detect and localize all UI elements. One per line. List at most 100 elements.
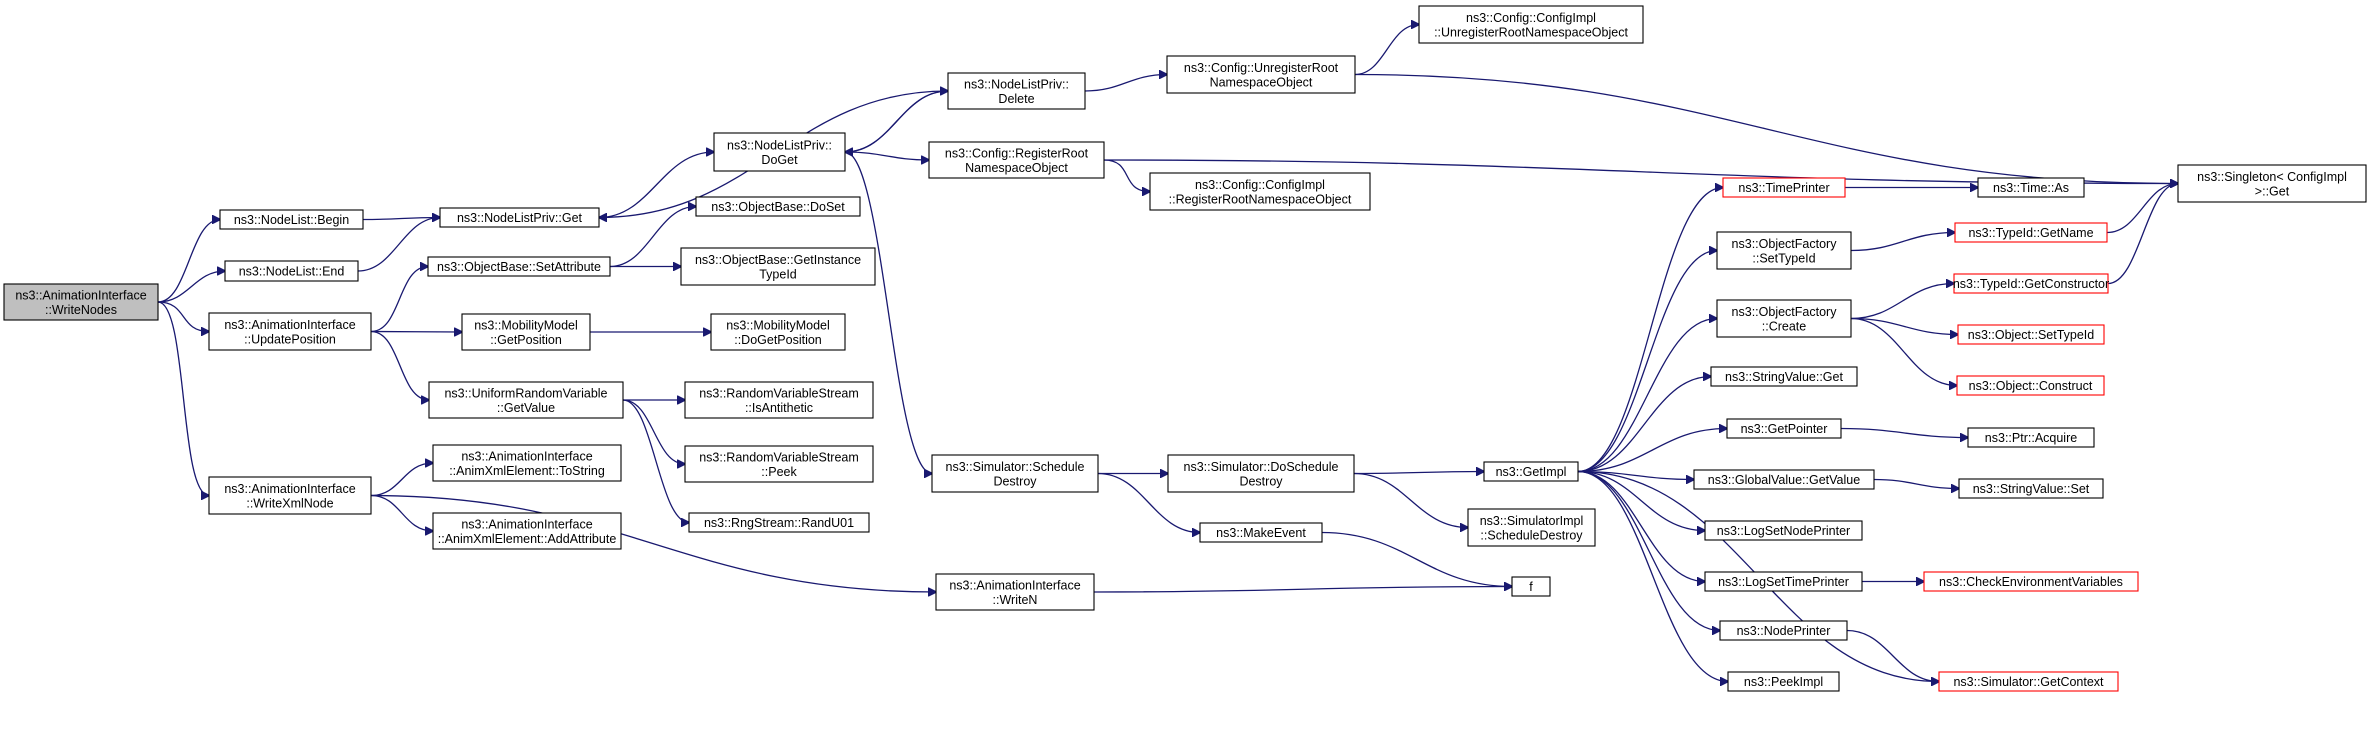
node-ai_writen[interactable]: ns3::AnimationInterface::WriteN [935, 573, 1095, 611]
node-box[interactable] [427, 256, 611, 277]
node-box[interactable] [1958, 478, 2104, 499]
node-cfg_unregroot[interactable]: ns3::Config::UnregisterRootNamespaceObje… [1166, 55, 1356, 94]
node-peek_impl[interactable]: ns3::PeekImpl [1727, 671, 1840, 692]
node-box[interactable] [935, 573, 1095, 611]
node-box[interactable] [684, 445, 874, 483]
node-box[interactable] [1923, 571, 2139, 592]
node-box[interactable] [1938, 671, 2119, 692]
node-rvs_isanti[interactable]: ns3::RandomVariableStream::IsAntithetic [684, 381, 874, 419]
node-make_event[interactable]: ns3::MakeEvent [1199, 522, 1323, 543]
node-box[interactable] [1418, 5, 1644, 44]
node-ai_writexml[interactable]: ns3::AnimationInterface::WriteXmlNode [208, 476, 372, 515]
node-box[interactable] [1956, 375, 2105, 396]
node-box[interactable] [710, 313, 846, 351]
node-box[interactable] [688, 512, 870, 533]
node-box[interactable] [1953, 273, 2109, 294]
node-sv_set[interactable]: ns3::StringValue::Set [1958, 478, 2104, 499]
node-box[interactable] [1977, 177, 2085, 198]
node-box[interactable] [3, 283, 159, 321]
node-nlp_doget[interactable]: ns3::NodeListPriv::DoGet [713, 132, 846, 172]
node-box[interactable] [1726, 418, 1842, 439]
node-box[interactable] [931, 454, 1099, 493]
node-f[interactable]: f [1511, 576, 1551, 597]
node-box[interactable] [1693, 469, 1875, 490]
node-box[interactable] [1710, 366, 1858, 387]
node-box[interactable] [439, 207, 600, 228]
node-cfg_regroot[interactable]: ns3::Config::RegisterRootNamespaceObject [928, 141, 1105, 179]
node-time_printer[interactable]: ns3::TimePrinter [1722, 177, 1846, 198]
node-box[interactable] [1719, 620, 1848, 641]
node-box[interactable] [1954, 222, 2108, 243]
node-check_env[interactable]: ns3::CheckEnvironmentVariables [1923, 571, 2139, 592]
node-get_impl[interactable]: ns3::GetImpl [1483, 461, 1579, 482]
node-box[interactable] [684, 381, 874, 419]
node-sim_getcontext[interactable]: ns3::Simulator::GetContext [1938, 671, 2119, 692]
node-cfgimpl_unreg[interactable]: ns3::Config::ConfigImpl::UnregisterRootN… [1418, 5, 1644, 44]
node-axe_tostring[interactable]: ns3::AnimationInterface::AnimXmlElement:… [432, 444, 622, 482]
node-box[interactable] [2177, 164, 2367, 203]
node-singleton_get[interactable]: ns3::Singleton< ConfigImpl >::Get [2177, 164, 2367, 203]
node-box[interactable] [713, 132, 846, 172]
node-node_printer[interactable]: ns3::NodePrinter [1719, 620, 1848, 641]
node-box[interactable] [1511, 576, 1551, 597]
node-box[interactable] [680, 247, 876, 286]
node-box[interactable] [1727, 671, 1840, 692]
node-box[interactable] [461, 313, 591, 351]
node-box[interactable] [1722, 177, 1846, 198]
node-box[interactable] [208, 476, 372, 515]
node-box[interactable] [1704, 520, 1863, 541]
node-box[interactable] [1149, 172, 1371, 211]
node-box[interactable] [224, 260, 359, 282]
node-box[interactable] [1166, 55, 1356, 94]
node-box[interactable] [1483, 461, 1579, 482]
node-nlp_delete[interactable]: ns3::NodeListPriv::Delete [947, 72, 1086, 110]
node-box[interactable] [428, 381, 624, 419]
node-mm_getpos[interactable]: ns3::MobilityModel::GetPosition [461, 313, 591, 351]
node-of_create[interactable]: ns3::ObjectFactory::Create [1716, 299, 1852, 338]
node-ob_doset[interactable]: ns3::ObjectBase::DoSet [695, 196, 861, 217]
node-nl_begin[interactable]: ns3::NodeList::Begin [219, 209, 364, 230]
node-box[interactable] [1967, 427, 2095, 448]
node-box[interactable] [1716, 231, 1852, 270]
node-box[interactable] [1704, 571, 1863, 592]
node-rvs_peek[interactable]: ns3::RandomVariableStream::Peek [684, 445, 874, 483]
node-ob_setattr[interactable]: ns3::ObjectBase::SetAttribute [427, 256, 611, 277]
node-ptr_acquire[interactable]: ns3::Ptr::Acquire [1967, 427, 2095, 448]
node-log_settimeprinter[interactable]: ns3::LogSetTimePrinter [1704, 571, 1863, 592]
node-axe_addattr[interactable]: ns3::AnimationInterface::AnimXmlElement:… [432, 512, 622, 550]
node-rng_randu01[interactable]: ns3::RngStream::RandU01 [688, 512, 870, 533]
node-box[interactable] [208, 312, 372, 351]
node-box[interactable] [928, 141, 1105, 179]
node-box[interactable] [1957, 324, 2105, 345]
node-mm_dogetpos[interactable]: ns3::MobilityModel::DoGetPosition [710, 313, 846, 351]
node-ai_update[interactable]: ns3::AnimationInterface::UpdatePosition [208, 312, 372, 351]
node-box[interactable] [695, 196, 861, 217]
node-typeid_getconstructor[interactable]: ns3::TypeId::GetConstructor [1953, 273, 2109, 294]
node-box[interactable] [432, 444, 622, 482]
node-time_as[interactable]: ns3::Time::As [1977, 177, 2085, 198]
node-obj_settypeid[interactable]: ns3::Object::SetTypeId [1957, 324, 2105, 345]
node-nl_end[interactable]: ns3::NodeList::End [224, 260, 359, 282]
node-sv_get[interactable]: ns3::StringValue::Get [1710, 366, 1858, 387]
node-box[interactable] [1199, 522, 1323, 543]
node-root[interactable]: ns3::AnimationInterface::WriteNodes [3, 283, 159, 321]
node-gv_getvalue[interactable]: ns3::GlobalValue::GetValue [1693, 469, 1875, 490]
node-box[interactable] [432, 512, 622, 550]
node-sim_schedule_destroy[interactable]: ns3::Simulator::ScheduleDestroy [931, 454, 1099, 493]
node-box[interactable] [219, 209, 364, 230]
node-get_pointer[interactable]: ns3::GetPointer [1726, 418, 1842, 439]
node-simimpl_schedule_destroy[interactable]: ns3::SimulatorImpl::ScheduleDestroy [1467, 508, 1596, 547]
node-cfgimpl_reg[interactable]: ns3::Config::ConfigImpl::RegisterRootNam… [1149, 172, 1371, 211]
node-log_setnodeprinter[interactable]: ns3::LogSetNodePrinter [1704, 520, 1863, 541]
node-box[interactable] [1167, 454, 1355, 493]
node-nlp_get[interactable]: ns3::NodeListPriv::Get [439, 207, 600, 228]
node-typeid_getname[interactable]: ns3::TypeId::GetName [1954, 222, 2108, 243]
node-of_settypeid[interactable]: ns3::ObjectFactory::SetTypeId [1716, 231, 1852, 270]
node-box[interactable] [947, 72, 1086, 110]
node-box[interactable] [1467, 508, 1596, 547]
node-urv_getvalue[interactable]: ns3::UniformRandomVariable::GetValue [428, 381, 624, 419]
node-box[interactable] [1716, 299, 1852, 338]
node-obj_construct[interactable]: ns3::Object::Construct [1956, 375, 2105, 396]
